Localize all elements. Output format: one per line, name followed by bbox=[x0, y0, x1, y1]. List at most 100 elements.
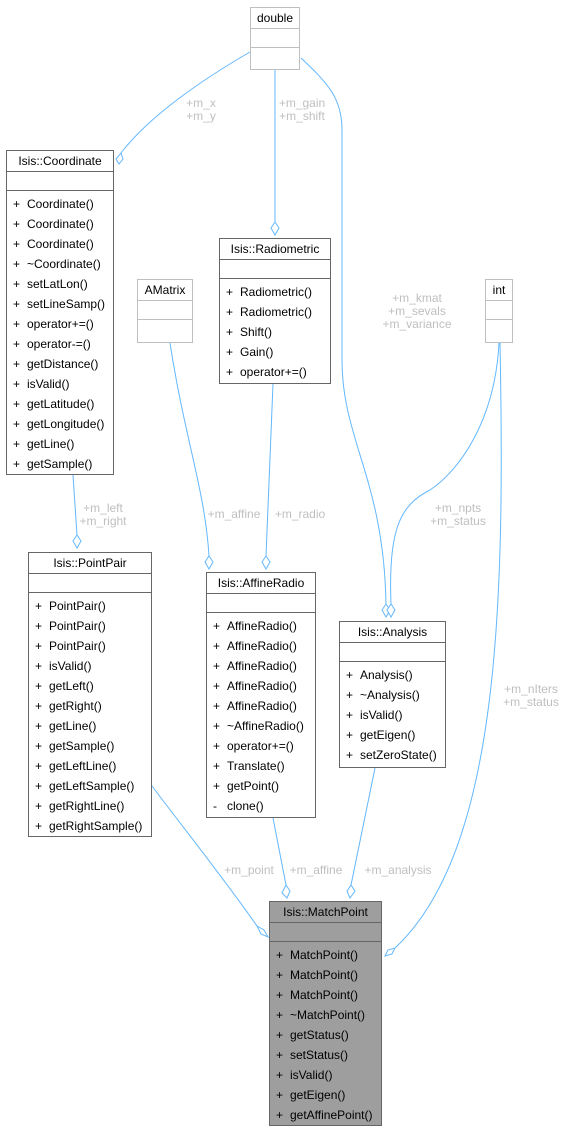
operation-item: +Radiometric() bbox=[220, 282, 330, 302]
visibility-marker: + bbox=[276, 1068, 284, 1082]
visibility-marker: + bbox=[35, 679, 43, 693]
operation-name: operator+=() bbox=[240, 365, 307, 379]
operation-item: +getEigen() bbox=[270, 1085, 381, 1105]
label-m-affine-amatrix: +m_affine bbox=[207, 507, 261, 521]
attributes-section bbox=[251, 28, 299, 47]
visibility-marker: + bbox=[13, 317, 21, 331]
visibility-marker: + bbox=[13, 257, 21, 271]
operation-item: +setLineSamp() bbox=[7, 294, 113, 314]
class-title: Isis::AffineRadio bbox=[217, 576, 305, 590]
operation-item: +AffineRadio() bbox=[207, 696, 315, 716]
attributes-section bbox=[29, 573, 151, 592]
operation-name: AffineRadio() bbox=[227, 699, 297, 713]
operation-item: +getRightSample() bbox=[29, 816, 151, 836]
visibility-marker: + bbox=[346, 668, 354, 682]
visibility-marker: + bbox=[13, 437, 21, 451]
operation-item: + isValid() bbox=[270, 1065, 381, 1085]
operation-name: Radiometric() bbox=[240, 305, 313, 319]
attributes-section bbox=[486, 300, 512, 319]
visibility-marker: + bbox=[13, 277, 21, 291]
operation-item: +PointPair() bbox=[29, 616, 151, 636]
operation-name: AffineRadio() bbox=[227, 619, 297, 633]
visibility-marker: + bbox=[35, 599, 43, 613]
operation-name: isValid() bbox=[27, 377, 70, 391]
operation-name: Radiometric() bbox=[240, 285, 313, 299]
visibility-marker: + bbox=[226, 345, 234, 359]
visibility-marker: + bbox=[213, 639, 221, 653]
operations-section: +Analysis()+~Analysis()+isValid()+getEig… bbox=[340, 661, 445, 767]
operation-name: getSample() bbox=[27, 457, 93, 471]
label-m-kmat: +m_kmat +m_sevals +m_variance bbox=[382, 291, 452, 331]
operation-name: PointPair() bbox=[49, 599, 106, 613]
operation-name: setLatLon() bbox=[27, 277, 88, 291]
operation-name: Coordinate() bbox=[27, 237, 94, 251]
operation-item: +~AffineRadio() bbox=[207, 716, 315, 736]
class-amatrix: AMatrix bbox=[137, 279, 193, 343]
operation-name: getStatus() bbox=[290, 1028, 349, 1042]
diamond-radiometric-double bbox=[270, 221, 280, 237]
class-title: Isis::Analysis bbox=[357, 625, 428, 639]
operation-name: getSample() bbox=[49, 739, 115, 753]
visibility-marker: + bbox=[13, 397, 21, 411]
operation-item: + getSample() bbox=[7, 454, 113, 474]
operation-name: operator+=() bbox=[27, 317, 94, 331]
operation-item: +operator+=() bbox=[220, 362, 330, 382]
operation-name: getPoint() bbox=[227, 779, 280, 793]
operation-name: ~MatchPoint() bbox=[290, 1008, 366, 1022]
visibility-marker: + bbox=[276, 1008, 284, 1022]
visibility-marker: + bbox=[213, 759, 221, 773]
visibility-marker: - bbox=[213, 799, 217, 813]
operation-item: +getLeftLine() bbox=[29, 756, 151, 776]
visibility-marker: + bbox=[35, 639, 43, 653]
operation-name: MatchPoint() bbox=[290, 968, 359, 982]
operation-name: Translate() bbox=[227, 759, 285, 773]
operation-item: +MatchPoint() bbox=[270, 945, 381, 965]
visibility-marker: + bbox=[276, 1048, 284, 1062]
operation-name: operator+=() bbox=[227, 739, 294, 753]
visibility-marker: + bbox=[276, 1088, 284, 1102]
operation-name: setStatus() bbox=[290, 1048, 349, 1062]
visibility-marker: + bbox=[35, 659, 43, 673]
operation-item: + setStatus() bbox=[270, 1045, 381, 1065]
operation-item: + Translate() bbox=[207, 756, 315, 776]
visibility-marker: + bbox=[226, 325, 234, 339]
operation-name: getLatitude() bbox=[27, 397, 95, 411]
class-title: Isis::MatchPoint bbox=[283, 905, 368, 919]
operation-item: +getLeftSample() bbox=[29, 776, 151, 796]
operation-item: +AffineRadio() bbox=[207, 656, 315, 676]
visibility-marker: + bbox=[346, 748, 354, 762]
diamond-affineradio-amatrix bbox=[204, 555, 214, 571]
operation-name: getLongitude() bbox=[27, 417, 105, 431]
operation-name: ~AffineRadio() bbox=[227, 719, 304, 733]
visibility-marker: + bbox=[346, 688, 354, 702]
operation-name: PointPair() bbox=[49, 619, 106, 633]
visibility-marker: + bbox=[213, 679, 221, 693]
operation-item: +Analysis() bbox=[340, 665, 445, 685]
operation-name: getEigen() bbox=[360, 728, 416, 742]
visibility-marker: + bbox=[35, 719, 43, 733]
operation-item: +getRight() bbox=[29, 696, 151, 716]
operation-name: getRightSample() bbox=[49, 819, 143, 833]
visibility-marker: + bbox=[13, 457, 21, 471]
operation-item: +getDistance() bbox=[7, 354, 113, 374]
operation-name: getLeftLine() bbox=[49, 759, 117, 773]
visibility-marker: + bbox=[35, 699, 43, 713]
operation-name: Coordinate() bbox=[27, 197, 94, 211]
edge-pointpair-matchpoint bbox=[151, 785, 258, 927]
label-m-niters: +m_nIters +m_status bbox=[503, 682, 559, 709]
operation-item: + getPoint() bbox=[207, 776, 315, 796]
operation-item: + ~MatchPoint() bbox=[270, 1005, 381, 1025]
edge-analysis-matchpoint bbox=[350, 767, 376, 886]
operation-name: isValid() bbox=[290, 1068, 333, 1082]
operation-item: + operator+=() bbox=[7, 314, 113, 334]
operation-item: + Gain() bbox=[220, 342, 330, 362]
operation-item: +getLeft() bbox=[29, 676, 151, 696]
visibility-marker: + bbox=[13, 297, 21, 311]
operation-name: getRightLine() bbox=[49, 799, 125, 813]
class-coordinate: Isis::Coordinate +Coordinate()+Coordinat… bbox=[6, 150, 114, 475]
operation-name: Gain() bbox=[240, 345, 274, 359]
label-m-radio: +m_radio bbox=[274, 507, 326, 521]
class-matchpoint: Isis::MatchPoint +MatchPoint()+MatchPoin… bbox=[269, 901, 382, 1126]
visibility-marker: + bbox=[213, 779, 221, 793]
